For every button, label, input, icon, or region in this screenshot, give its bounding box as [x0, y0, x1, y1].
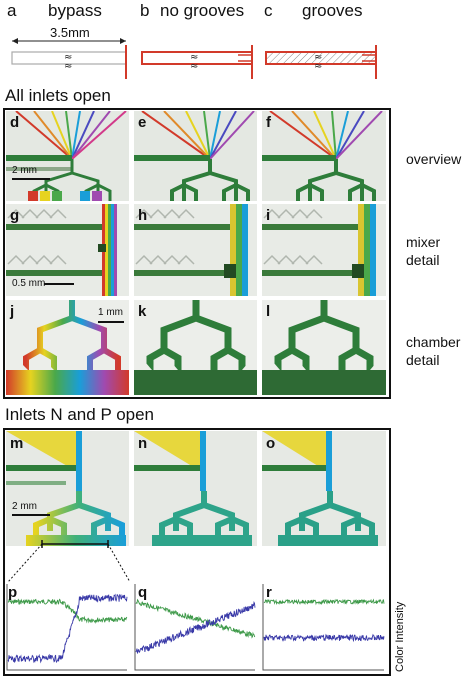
schematic-grooves: ≈ ≈: [265, 45, 377, 79]
dimension-label: 3.5mm: [50, 25, 90, 40]
scale-label-2mm: 2 mm: [12, 165, 37, 176]
svg-text:≈: ≈: [190, 52, 198, 63]
measurement-overlay: [7, 540, 131, 583]
plot-q: [134, 582, 257, 672]
scale-bar: [98, 321, 124, 323]
plot-r: [262, 582, 386, 672]
panel-letter-i: i: [266, 207, 271, 224]
scale-bar: [12, 514, 50, 516]
schematic-bypass: ≈ ≈: [11, 38, 127, 79]
panel-letter-c: c: [264, 1, 273, 20]
side-label-mixer-detail: mixer detail: [406, 234, 441, 268]
trace-blue-r: [263, 633, 385, 643]
panel-letter-r: r: [266, 584, 272, 601]
image-j: [6, 300, 129, 395]
plot-axes: [262, 584, 384, 671]
image-h: [134, 204, 257, 296]
panel-letter-q: q: [138, 584, 148, 601]
panel-letter-n: n: [138, 435, 148, 452]
panel-label-no-grooves: no grooves: [160, 1, 245, 20]
schematic-no-grooves: ≈ ≈: [141, 45, 253, 79]
image-f: [262, 111, 386, 201]
image-d: [6, 111, 129, 201]
image-i: [262, 204, 386, 296]
scale-label-0-5mm: 0.5 mm: [12, 278, 46, 289]
panel-letter-b: b: [140, 1, 150, 20]
side-label-overview: overview: [406, 151, 462, 167]
scale-label-2mm-m: 2 mm: [12, 501, 37, 512]
svg-text:≈: ≈: [314, 61, 322, 72]
svg-text:≈: ≈: [64, 61, 72, 72]
image-l: [262, 300, 386, 395]
panel-letter-h: h: [138, 207, 148, 224]
break-mark-a: ≈: [64, 52, 72, 63]
image-m: [6, 431, 129, 546]
panel-label-grooves: grooves: [302, 1, 363, 20]
trace-green-q: [135, 598, 256, 639]
scale-label-1mm: 1 mm: [98, 307, 123, 318]
svg-text:≈: ≈: [190, 61, 198, 72]
image-g: [6, 204, 129, 296]
side-label-chamber-detail: chamber detail: [406, 334, 461, 368]
panel-letter-a: a: [7, 1, 17, 20]
svg-text:≈: ≈: [314, 52, 322, 63]
panel-letter-j: j: [10, 303, 15, 320]
panel-letter-d: d: [10, 114, 20, 131]
trace-blue-q: [135, 601, 256, 654]
section-title-all-inlets: All inlets open: [5, 86, 111, 105]
trace-green-p: [7, 598, 128, 624]
scale-bar: [44, 283, 74, 285]
image-n: [134, 431, 257, 546]
plot-p: [6, 582, 129, 672]
panel-letter-k: k: [138, 303, 147, 320]
scale-bar: [12, 178, 50, 180]
panel-letter-e: e: [138, 114, 147, 131]
panel-letter-p: p: [8, 584, 18, 601]
plot-axes: [134, 584, 255, 671]
panel-letter-l: l: [266, 303, 271, 320]
panel-letter-o: o: [266, 435, 276, 452]
image-e: [134, 111, 257, 201]
panel-label-bypass: bypass: [48, 1, 102, 20]
trace-green-r: [263, 598, 385, 606]
plot-axes: [6, 584, 127, 671]
panel-letter-m: m: [10, 435, 24, 452]
panel-letter-g: g: [10, 207, 20, 224]
image-k: [134, 300, 257, 395]
trace-blue-p: [7, 593, 128, 664]
panel-letter-f: f: [266, 114, 271, 131]
ylabel-color-intensity: Color Intensity: [394, 601, 406, 672]
image-o: [262, 431, 386, 546]
section-title-inlets-np: Inlets N and P open: [5, 405, 155, 424]
